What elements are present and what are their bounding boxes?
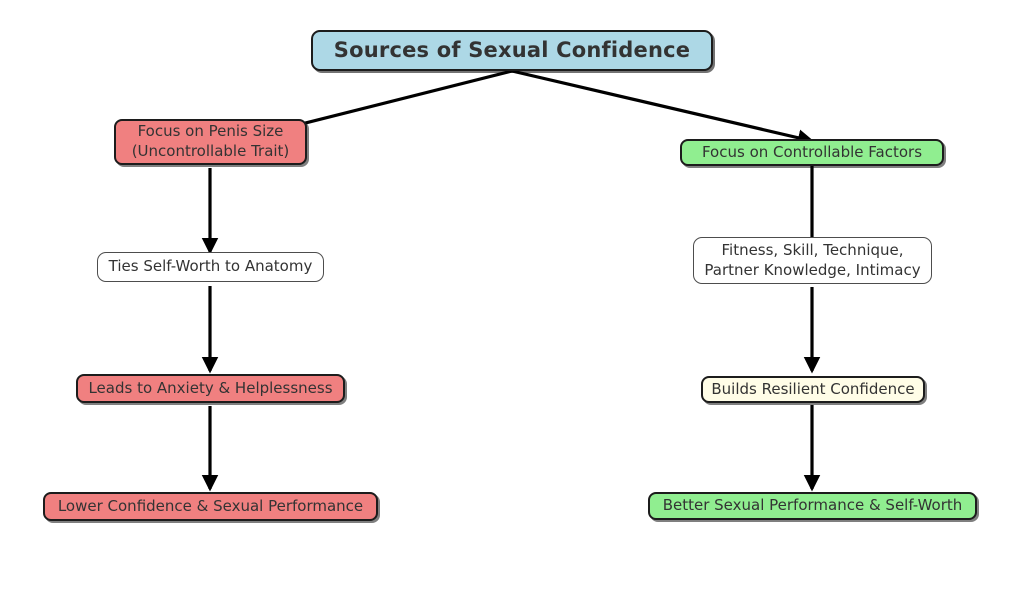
node-focus-on-penis-size[interactable]: Focus on Penis Size (Uncontrollable Trai… <box>114 119 307 165</box>
node-ties-self-worth-to-anatomy[interactable]: Ties Self-Worth to Anatomy <box>97 252 324 282</box>
node-sources-of-sexual-confidence[interactable]: Sources of Sexual Confidence <box>311 30 713 71</box>
node-leads-to-anxiety-and-helplessness[interactable]: Leads to Anxiety & Helplessness <box>76 374 345 403</box>
node-focus-on-controllable-factors[interactable]: Focus on Controllable Factors <box>680 139 944 166</box>
node-better-sexual-performance-and-self-worth[interactable]: Better Sexual Performance & Self-Worth <box>648 492 977 520</box>
node-lower-confidence-and-sexual-performance[interactable]: Lower Confidence & Sexual Performance <box>43 492 378 521</box>
node-builds-resilient-confidence[interactable]: Builds Resilient Confidence <box>701 376 925 403</box>
node-fitness-skill-technique[interactable]: Fitness, Skill, Technique, Partner Knowl… <box>693 237 932 284</box>
edge-root-to-right-1 <box>511 69 815 146</box>
